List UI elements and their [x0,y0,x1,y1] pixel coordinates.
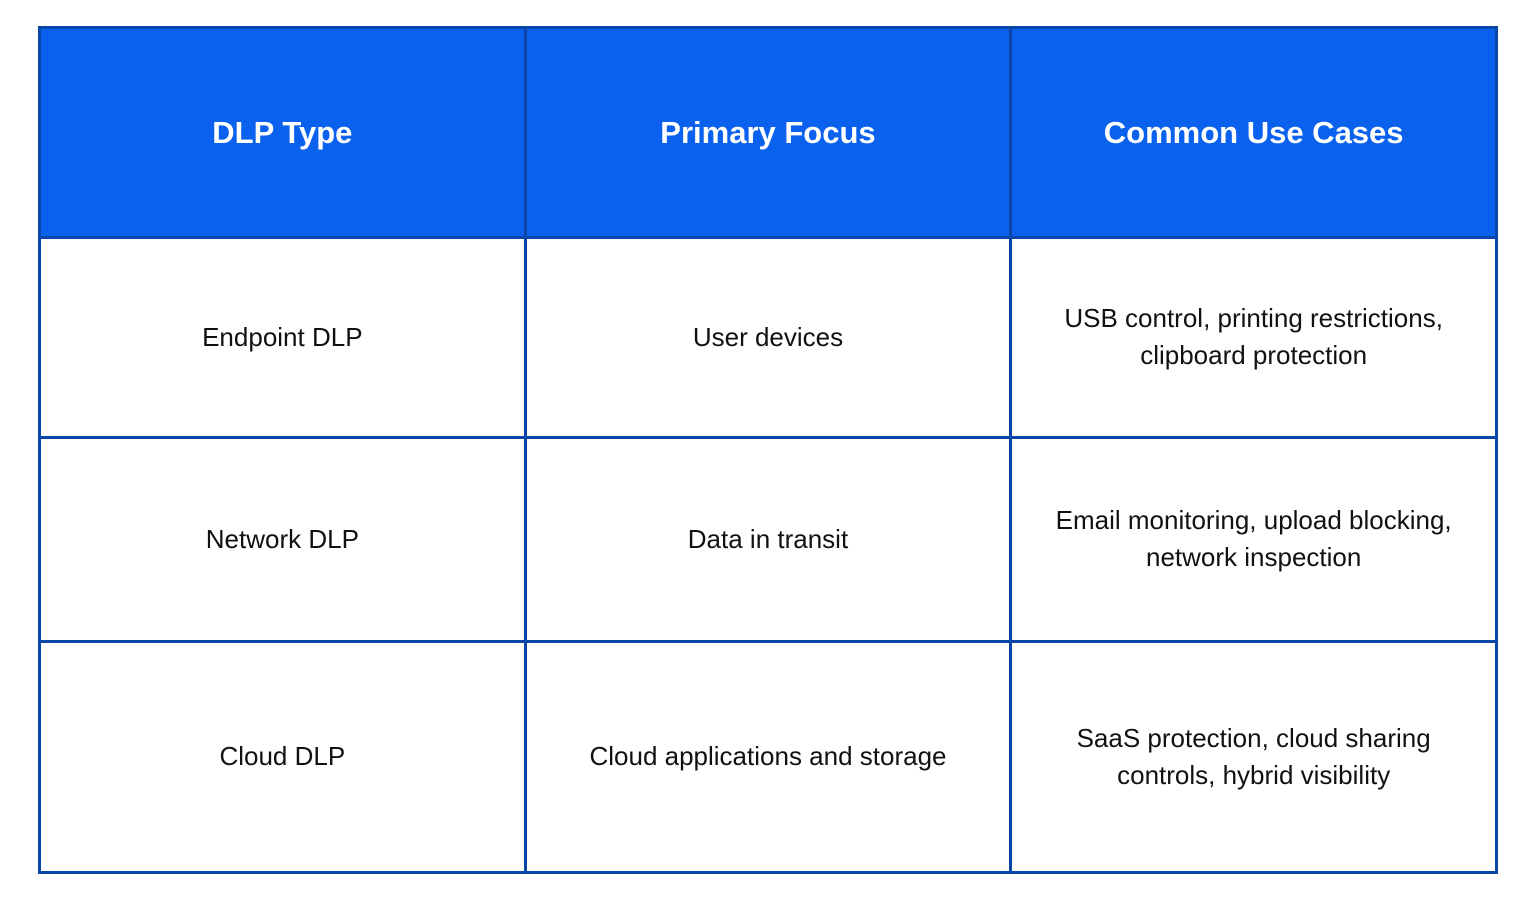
table-row: Cloud DLP Cloud applications and storage… [38,639,1498,875]
cell-dlp-type: Network DLP [38,435,527,643]
table-row: Endpoint DLP User devices USB control, p… [38,236,1498,439]
cell-common-use-cases: Email monitoring, upload blocking, netwo… [1009,435,1498,643]
cell-primary-focus: User devices [523,236,1013,439]
cell-primary-focus: Cloud applications and storage [523,639,1013,875]
cell-dlp-type: Endpoint DLP [38,236,527,439]
dlp-types-table: DLP Type Primary Focus Common Use Cases … [38,26,1498,875]
header-primary-focus: Primary Focus [523,26,1013,239]
cell-dlp-type: Cloud DLP [38,639,527,875]
table-body: Endpoint DLP User devices USB control, p… [38,236,1498,875]
table-row: Network DLP Data in transit Email monito… [38,435,1498,643]
cell-primary-focus: Data in transit [523,435,1013,643]
cell-common-use-cases: USB control, printing restrictions, clip… [1009,236,1498,439]
cell-common-use-cases: SaaS protection, cloud sharing controls,… [1009,639,1498,875]
header-dlp-type: DLP Type [38,26,527,239]
table-header: DLP Type Primary Focus Common Use Cases [38,26,1498,239]
header-common-use-cases: Common Use Cases [1009,26,1498,239]
header-row: DLP Type Primary Focus Common Use Cases [38,26,1498,239]
